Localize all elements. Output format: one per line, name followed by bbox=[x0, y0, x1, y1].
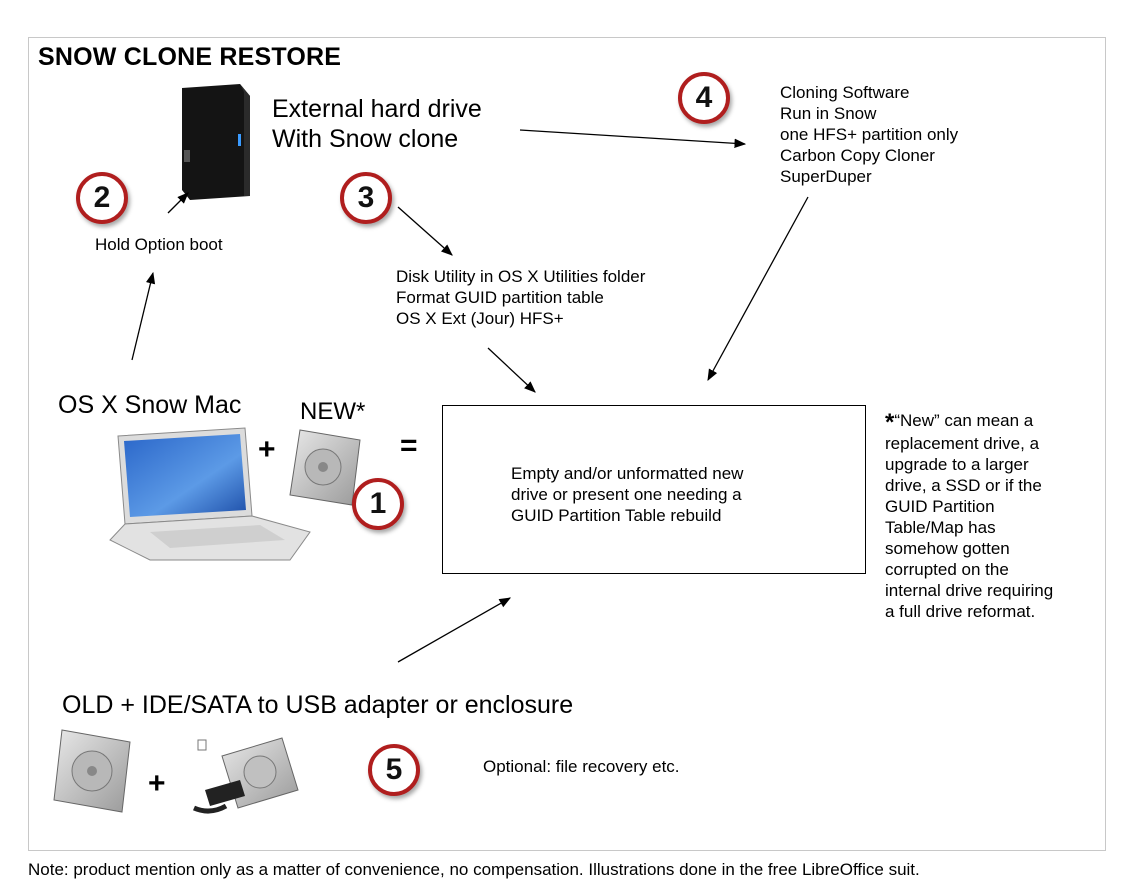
step-5-label: Optional: file recovery etc. bbox=[483, 757, 680, 776]
target-drive-box: Empty and/or unformatted new drive or pr… bbox=[442, 405, 866, 574]
old-drive-label: OLD + IDE/SATA to USB adapter or enclosu… bbox=[62, 691, 574, 719]
step-1-badge: 1 bbox=[352, 478, 404, 530]
step-4-instructions: Cloning Software Run in Snow one HFS+ pa… bbox=[780, 82, 958, 187]
arrow-drive-to-step4 bbox=[519, 129, 747, 149]
arrow-step4-to-box bbox=[707, 196, 809, 382]
external-drive-label-line2: With Snow clone bbox=[272, 125, 459, 153]
side-note-line: replacement drive, a bbox=[885, 434, 1040, 453]
equals-sign: = bbox=[400, 429, 418, 462]
side-note-line: corrupted on the bbox=[885, 560, 1009, 579]
step-4-line: Carbon Copy Cloner bbox=[780, 146, 935, 165]
side-note: *“New” can mean a replacement drive, a u… bbox=[885, 410, 1053, 622]
side-note-line: drive, a SSD or if the bbox=[885, 476, 1042, 495]
target-drive-description: Empty and/or unformatted new drive or pr… bbox=[511, 463, 743, 526]
step-4-line: Cloning Software bbox=[780, 83, 910, 102]
arrow-mac-to-step2 bbox=[131, 271, 156, 361]
footer-note: Note: product mention only as a matter o… bbox=[28, 860, 920, 879]
new-hard-disk-icon bbox=[289, 429, 361, 506]
side-note-line: somehow gotten bbox=[885, 539, 1010, 558]
side-note-line: “New” can mean a bbox=[894, 411, 1034, 430]
step-3-line: Disk Utility in OS X Utilities folder bbox=[396, 267, 646, 286]
arrow-step3-to-utility bbox=[397, 206, 453, 256]
target-drive-line: GUID Partition Table rebuild bbox=[511, 506, 722, 525]
step-4-badge: 4 bbox=[678, 72, 730, 124]
laptop-icon bbox=[109, 427, 311, 561]
plus-sign: + bbox=[258, 433, 276, 466]
old-plus-sign: + bbox=[148, 767, 166, 800]
target-drive-line: drive or present one needing a bbox=[511, 485, 742, 504]
step-2-label: Hold Option boot bbox=[95, 235, 223, 254]
step-4-line: one HFS+ partition only bbox=[780, 125, 959, 144]
step-3-line: Format GUID partition table bbox=[396, 288, 604, 307]
mac-label: OS X Snow Mac bbox=[58, 391, 242, 419]
side-note-line: a full drive reformat. bbox=[885, 602, 1036, 621]
diagram-frame bbox=[28, 37, 1106, 851]
target-drive-line: Empty and/or unformatted new bbox=[511, 464, 744, 483]
step-2-badge: 2 bbox=[76, 172, 128, 224]
arrow-utility-to-box bbox=[487, 347, 536, 393]
side-note-line: upgrade to a larger bbox=[885, 455, 1029, 474]
step-3-line: OS X Ext (Jour) HFS+ bbox=[396, 309, 564, 328]
usb-adapter-icon bbox=[192, 737, 299, 814]
old-hard-disk-icon bbox=[53, 729, 131, 813]
note-asterisk: * bbox=[885, 409, 895, 436]
external-drive-label-line1: External hard drive bbox=[272, 95, 482, 123]
step-4-line: Run in Snow bbox=[780, 104, 877, 123]
arrow-step2-to-drive bbox=[167, 192, 189, 214]
external-drive-icon bbox=[182, 84, 250, 200]
step-5-badge: 5 bbox=[368, 744, 420, 796]
side-note-line: GUID Partition bbox=[885, 497, 995, 516]
new-drive-label: NEW* bbox=[300, 398, 366, 425]
side-note-line: Table/Map has bbox=[885, 518, 996, 537]
arrow-old-to-box bbox=[397, 597, 512, 663]
step-3-instructions: Disk Utility in OS X Utilities folder Fo… bbox=[396, 266, 645, 329]
step-3-badge: 3 bbox=[340, 172, 392, 224]
side-note-line: internal drive requiring bbox=[885, 581, 1054, 600]
step-4-line: SuperDuper bbox=[780, 167, 872, 186]
page-title: SNOW CLONE RESTORE bbox=[38, 43, 342, 71]
